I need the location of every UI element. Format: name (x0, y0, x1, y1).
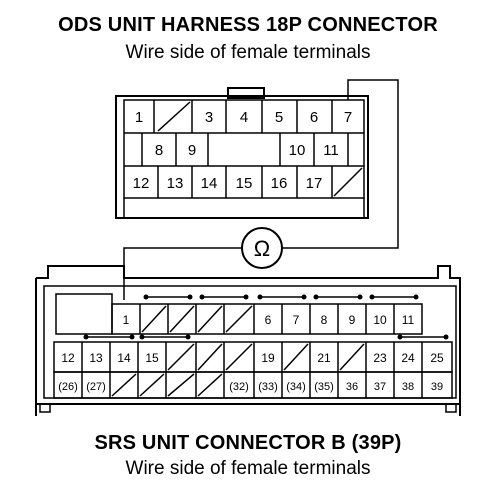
ods-terminal: 8 (155, 142, 163, 159)
ods-terminal: 14 (201, 175, 218, 192)
probe-wire-srs-1 (123, 247, 242, 300)
srs-terminal: (35) (314, 381, 334, 393)
srs-terminal: 13 (89, 351, 103, 365)
shorting-bar-dots (83, 294, 449, 340)
srs-terminal: (27) (86, 381, 106, 393)
srs-terminal: 38 (402, 381, 414, 393)
srs-terminal: (26) (58, 381, 78, 393)
ods-terminal: 3 (205, 109, 213, 126)
bottom-connector-subtitle: Wire side of female terminals (125, 458, 371, 479)
ods-terminal: 15 (236, 175, 253, 192)
srs-terminal: 39 (431, 381, 443, 393)
probe-wire-ods-7 (282, 79, 399, 249)
srs-terminal: 7 (293, 313, 300, 327)
srs-terminal-labels: 1 6 7 8 9 10 11 12 13 14 15 19 21 23 24 … (58, 313, 444, 393)
bottom-connector-title: SRS UNIT CONNECTOR B (39P) (94, 432, 402, 454)
ods-terminal: 5 (275, 109, 283, 126)
srs-terminal: 12 (61, 351, 75, 365)
srs-terminal: 25 (430, 351, 444, 365)
srs-terminal: (32) (229, 381, 249, 393)
srs-terminal: 19 (261, 351, 275, 365)
ohmmeter-symbol (241, 227, 283, 269)
srs-terminal: 15 (145, 351, 159, 365)
srs-terminal: 10 (373, 313, 387, 327)
ohmmeter-label: Ω (254, 236, 270, 261)
ods-terminal: 7 (344, 109, 352, 126)
ods-terminal: 11 (323, 142, 339, 159)
ods-terminal: 10 (289, 142, 306, 159)
ods-terminal: 12 (133, 175, 150, 192)
top-connector-title: ODS UNIT HARNESS 18P CONNECTOR (58, 14, 438, 36)
srs-connector-housing (35, 265, 461, 416)
srs-terminal: 6 (265, 313, 272, 327)
ods-terminal-grid (123, 99, 365, 199)
srs-terminal: (33) (258, 381, 278, 393)
shorting-bars (86, 296, 446, 338)
srs-terminal: 24 (401, 351, 415, 365)
srs-terminal: 1 (123, 313, 130, 327)
srs-terminal: 36 (346, 381, 358, 393)
ods-connector-latch (227, 87, 265, 99)
srs-terminal-grid (53, 303, 453, 399)
ods-terminal: 17 (306, 175, 323, 192)
ods-terminal: 13 (167, 175, 184, 192)
ods-terminal: 16 (271, 175, 288, 192)
srs-terminal: 23 (373, 351, 387, 365)
ods-terminal: 4 (240, 109, 248, 126)
srs-terminal: 14 (117, 351, 131, 365)
ods-terminal-labels: 1 3 4 5 6 7 8 9 10 11 12 13 14 15 16 17 (133, 109, 353, 192)
ods-terminal: 1 (135, 109, 143, 126)
ods-connector-housing (115, 95, 369, 219)
ods-terminal: 6 (310, 109, 318, 126)
srs-terminal: 37 (374, 381, 386, 393)
srs-terminal: (34) (286, 381, 306, 393)
srs-terminal: 11 (402, 313, 415, 327)
srs-terminal: 21 (317, 351, 331, 365)
srs-terminal: 9 (349, 313, 356, 327)
top-connector-subtitle: Wire side of female terminals (125, 42, 371, 63)
ods-terminal: 9 (188, 142, 196, 159)
srs-terminal: 8 (321, 313, 328, 327)
